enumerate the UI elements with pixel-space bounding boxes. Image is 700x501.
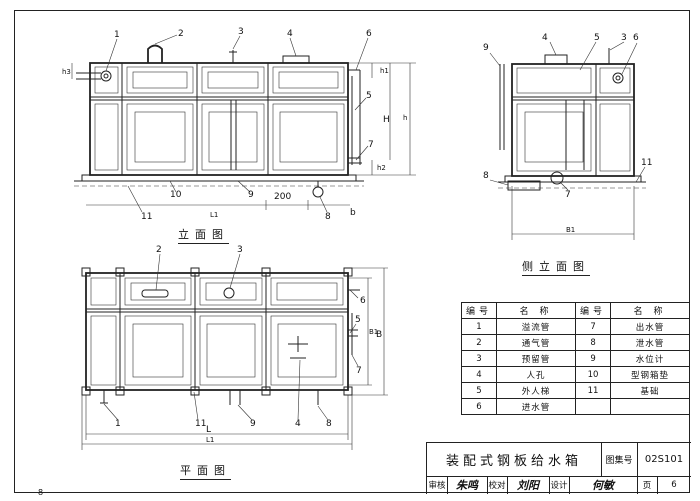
drawing-title: 装配式钢板给水箱 bbox=[427, 443, 602, 477]
legend-table: 编号 名 称 编号 名 称 1 溢流管 7 出水管 2 通气管 8 泄水管 3 … bbox=[460, 302, 691, 415]
legend-header-num: 编号 bbox=[575, 302, 612, 319]
elevation-callout-8: 8 bbox=[325, 212, 331, 222]
legend-name bbox=[610, 398, 691, 415]
dim-200: 200 bbox=[274, 192, 291, 202]
side-callout-11: 11 bbox=[641, 158, 652, 168]
side-callout-4: 4 bbox=[542, 33, 548, 43]
side-view: 9 4 5 3 6 8 7 11 B1 bbox=[483, 33, 652, 240]
elevation-callout-9: 9 bbox=[248, 190, 254, 200]
page-number: 6 bbox=[671, 480, 677, 490]
elevation-callout-7: 7 bbox=[368, 140, 374, 150]
legend-num: 4 bbox=[460, 366, 498, 383]
dim-h: h bbox=[403, 114, 407, 122]
legend-header-name: 名 称 bbox=[610, 302, 691, 319]
sheet-frame bbox=[14, 10, 690, 493]
legend-name: 外人梯 bbox=[496, 382, 577, 399]
legend-num bbox=[575, 398, 612, 415]
legend-num: 10 bbox=[575, 366, 612, 383]
legend-name: 进水管 bbox=[496, 398, 577, 415]
side-callout-8: 8 bbox=[483, 171, 489, 181]
check-label: 校对 bbox=[487, 476, 508, 494]
plan-callout-11: 11 bbox=[195, 419, 206, 429]
check-signature: 刘阳 bbox=[507, 476, 550, 494]
legend-name: 预留管 bbox=[496, 350, 577, 367]
elevation-callout-10: 10 bbox=[170, 190, 182, 200]
elevation-callout-5: 5 bbox=[366, 91, 372, 101]
dim-h2: h2 bbox=[377, 164, 386, 172]
plan-callout-5: 5 bbox=[355, 315, 361, 325]
legend-num: 8 bbox=[575, 334, 612, 351]
legend-row: 2 通气管 8 泄水管 bbox=[460, 334, 691, 351]
page-label: 页 bbox=[637, 476, 658, 494]
dim-b: b bbox=[350, 208, 356, 218]
legend-name: 水位计 bbox=[610, 350, 691, 367]
legend-header-name: 名 称 bbox=[496, 302, 577, 319]
legend-row: 3 预留管 9 水位计 bbox=[460, 350, 691, 367]
legend-name: 基础 bbox=[610, 382, 691, 399]
elevation-callout-4: 4 bbox=[287, 29, 293, 39]
legend-num: 5 bbox=[460, 382, 498, 399]
design-signature: 何敏 bbox=[569, 476, 638, 494]
legend-row: 6 进水管 bbox=[460, 398, 691, 415]
legend-num: 11 bbox=[575, 382, 612, 399]
dim-L1-elev: L1 bbox=[210, 211, 218, 219]
legend-name: 通气管 bbox=[496, 334, 577, 351]
elevation-view: 1 2 3 4 6 5 7 10 9 11 8 h3 h1 H h h2 200… bbox=[62, 27, 416, 222]
legend-num: 2 bbox=[460, 334, 498, 351]
dim-L1-plan: L1 bbox=[206, 436, 214, 444]
legend-name: 人孔 bbox=[496, 366, 577, 383]
plan-callout-4: 4 bbox=[295, 419, 301, 429]
legend-name: 泄水管 bbox=[610, 334, 691, 351]
legend-name: 溢流管 bbox=[496, 318, 577, 335]
plan-callout-8: 8 bbox=[326, 419, 332, 429]
elevation-callout-6: 6 bbox=[366, 29, 372, 39]
legend-num: 3 bbox=[460, 350, 498, 367]
legend-num: 9 bbox=[575, 350, 612, 367]
plan-callout-9: 9 bbox=[250, 419, 256, 429]
review-signature: 朱鸣 bbox=[447, 476, 488, 494]
legend-num: 7 bbox=[575, 318, 612, 335]
elevation-callout-2: 2 bbox=[178, 29, 184, 39]
plan-view: 2 3 6 5 7 1 11 9 4 8 B1 B L L1 bbox=[81, 245, 388, 450]
dim-H: H bbox=[383, 115, 390, 125]
side-callout-3: 3 bbox=[621, 33, 627, 43]
legend-row: 4 人孔 10 型钢箱垫 bbox=[460, 366, 691, 383]
review-label: 审核 bbox=[427, 476, 448, 494]
elevation-title: 立面图 bbox=[178, 226, 229, 244]
legend-num: 1 bbox=[460, 318, 498, 335]
design-label: 设计 bbox=[549, 476, 570, 494]
elevation-callout-11: 11 bbox=[141, 212, 152, 222]
legend-num: 6 bbox=[460, 398, 498, 415]
dim-h1: h1 bbox=[380, 67, 389, 75]
side-view-title: 侧立面图 bbox=[522, 258, 590, 276]
dim-B1-side: B1 bbox=[566, 226, 575, 234]
legend-row: 1 溢流管 7 出水管 bbox=[460, 318, 691, 335]
atlas-label: 图集号 bbox=[601, 443, 638, 477]
legend-name: 出水管 bbox=[610, 318, 691, 335]
plan-callout-2: 2 bbox=[156, 245, 162, 255]
side-callout-7: 7 bbox=[565, 190, 571, 200]
legend-name: 型钢箱垫 bbox=[610, 366, 691, 383]
dim-B: B bbox=[376, 330, 382, 340]
plan-callout-7: 7 bbox=[356, 366, 362, 376]
dim-B1-plan: B1 bbox=[369, 328, 378, 336]
title-block: 装配式钢板给水箱 图集号 02S101 审核 朱鸣 校对 刘阳 设计 何敏 页 … bbox=[426, 442, 691, 494]
dim-L: L bbox=[206, 425, 211, 435]
legend-row: 5 外人梯 11 基础 bbox=[460, 382, 691, 399]
side-callout-6: 6 bbox=[633, 33, 639, 43]
side-callout-9: 9 bbox=[483, 43, 489, 53]
elevation-callout-3: 3 bbox=[238, 27, 244, 37]
plan-callout-3: 3 bbox=[237, 245, 243, 255]
corner-mark: 8 bbox=[38, 488, 44, 497]
legend-header-num: 编号 bbox=[460, 302, 498, 319]
plan-callout-6: 6 bbox=[360, 296, 366, 306]
elevation-callout-1: 1 bbox=[114, 30, 120, 40]
atlas-number: 02S101 bbox=[637, 443, 691, 477]
plan-title: 平面图 bbox=[180, 462, 231, 480]
dim-h3: h3 bbox=[62, 68, 71, 76]
plan-callout-1: 1 bbox=[115, 419, 121, 429]
side-callout-5: 5 bbox=[594, 33, 600, 43]
